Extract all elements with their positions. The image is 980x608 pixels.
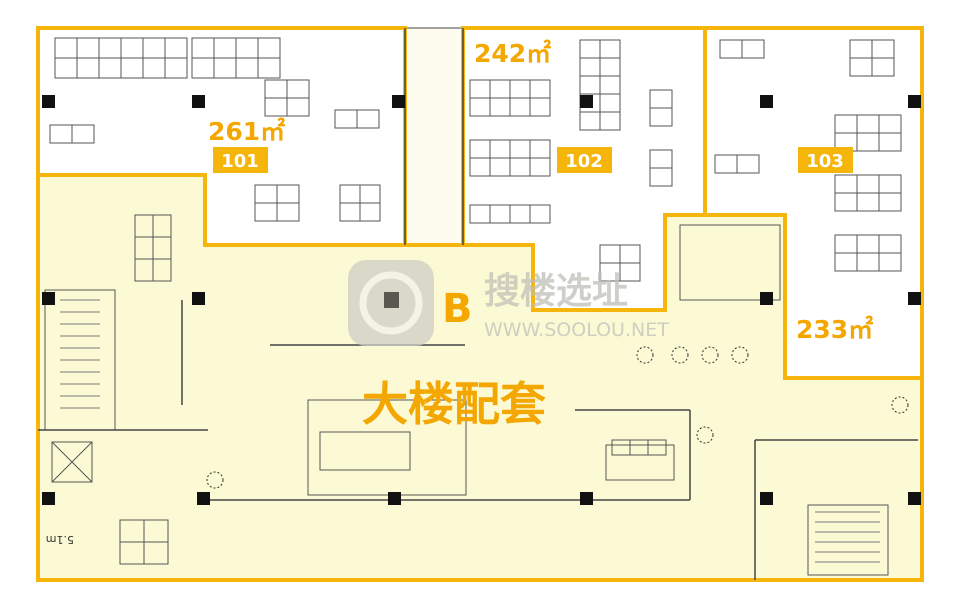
elevator: [51, 441, 93, 483]
desk: [529, 97, 551, 117]
plant: [891, 396, 909, 414]
table: [152, 258, 172, 282]
desk: [878, 252, 902, 272]
desk: [356, 109, 380, 129]
desk: [878, 132, 902, 152]
common-area-label: 大楼配套: [362, 377, 546, 431]
column: [192, 95, 205, 108]
unit-102-number: 102: [565, 151, 603, 172]
plant: [731, 346, 749, 364]
column: [908, 492, 921, 505]
plant: [696, 426, 714, 444]
desk: [529, 157, 551, 177]
table: [647, 439, 667, 456]
column: [197, 492, 210, 505]
watermark-url: WWW.SOOLOU.NET: [484, 319, 669, 341]
desk: [878, 192, 902, 212]
column: [908, 95, 921, 108]
stairwell: [807, 504, 889, 576]
desk: [871, 57, 895, 77]
table: [143, 541, 169, 565]
desk: [276, 202, 300, 222]
unit-103-number: 103: [806, 151, 844, 172]
column: [42, 292, 55, 305]
desk: [359, 202, 381, 222]
desk: [71, 124, 95, 144]
unit-101-area: 261㎡: [208, 117, 285, 146]
plant: [671, 346, 689, 364]
column: [42, 492, 55, 505]
desk: [164, 57, 188, 79]
watermark: 搜楼选址 WWW.SOOLOU.NET: [348, 260, 669, 346]
column: [392, 95, 405, 108]
watermark-brand: 搜楼选址: [484, 271, 628, 312]
desk: [257, 57, 281, 79]
unit-103-badge[interactable]: [798, 147, 853, 173]
desk: [649, 167, 673, 187]
unit-101-number: 101: [221, 151, 259, 172]
unit-102-badge[interactable]: [557, 147, 612, 173]
column: [908, 292, 921, 305]
column: [760, 95, 773, 108]
watermark-logo-square: [384, 292, 399, 308]
desk: [529, 204, 551, 224]
meeting-table: [605, 444, 675, 481]
column: [388, 492, 401, 505]
desk: [619, 262, 641, 282]
column: [760, 292, 773, 305]
desk: [599, 111, 621, 131]
plant: [636, 346, 654, 364]
column: [42, 95, 55, 108]
floor-plan-details: [38, 28, 921, 580]
sofa-set: [319, 431, 411, 471]
dimension-note: 5.1m: [46, 533, 74, 546]
desk: [736, 154, 760, 174]
lounge-area: [307, 399, 467, 496]
desk: [286, 97, 310, 117]
watermark-logo-ring: [359, 271, 423, 335]
column: [580, 492, 593, 505]
unit-103-area: 233㎡: [796, 315, 873, 344]
desk: [741, 39, 765, 59]
plant: [206, 471, 224, 489]
elevator-cross: [51, 441, 93, 483]
desk: [649, 107, 673, 127]
unit-102-area: 242㎡: [474, 39, 551, 68]
common-area-zone: B: [442, 286, 473, 332]
column: [192, 292, 205, 305]
restroom: [679, 224, 781, 301]
column: [760, 492, 773, 505]
plant: [701, 346, 719, 364]
column: [580, 95, 593, 108]
unit-101-badge[interactable]: [213, 147, 268, 173]
